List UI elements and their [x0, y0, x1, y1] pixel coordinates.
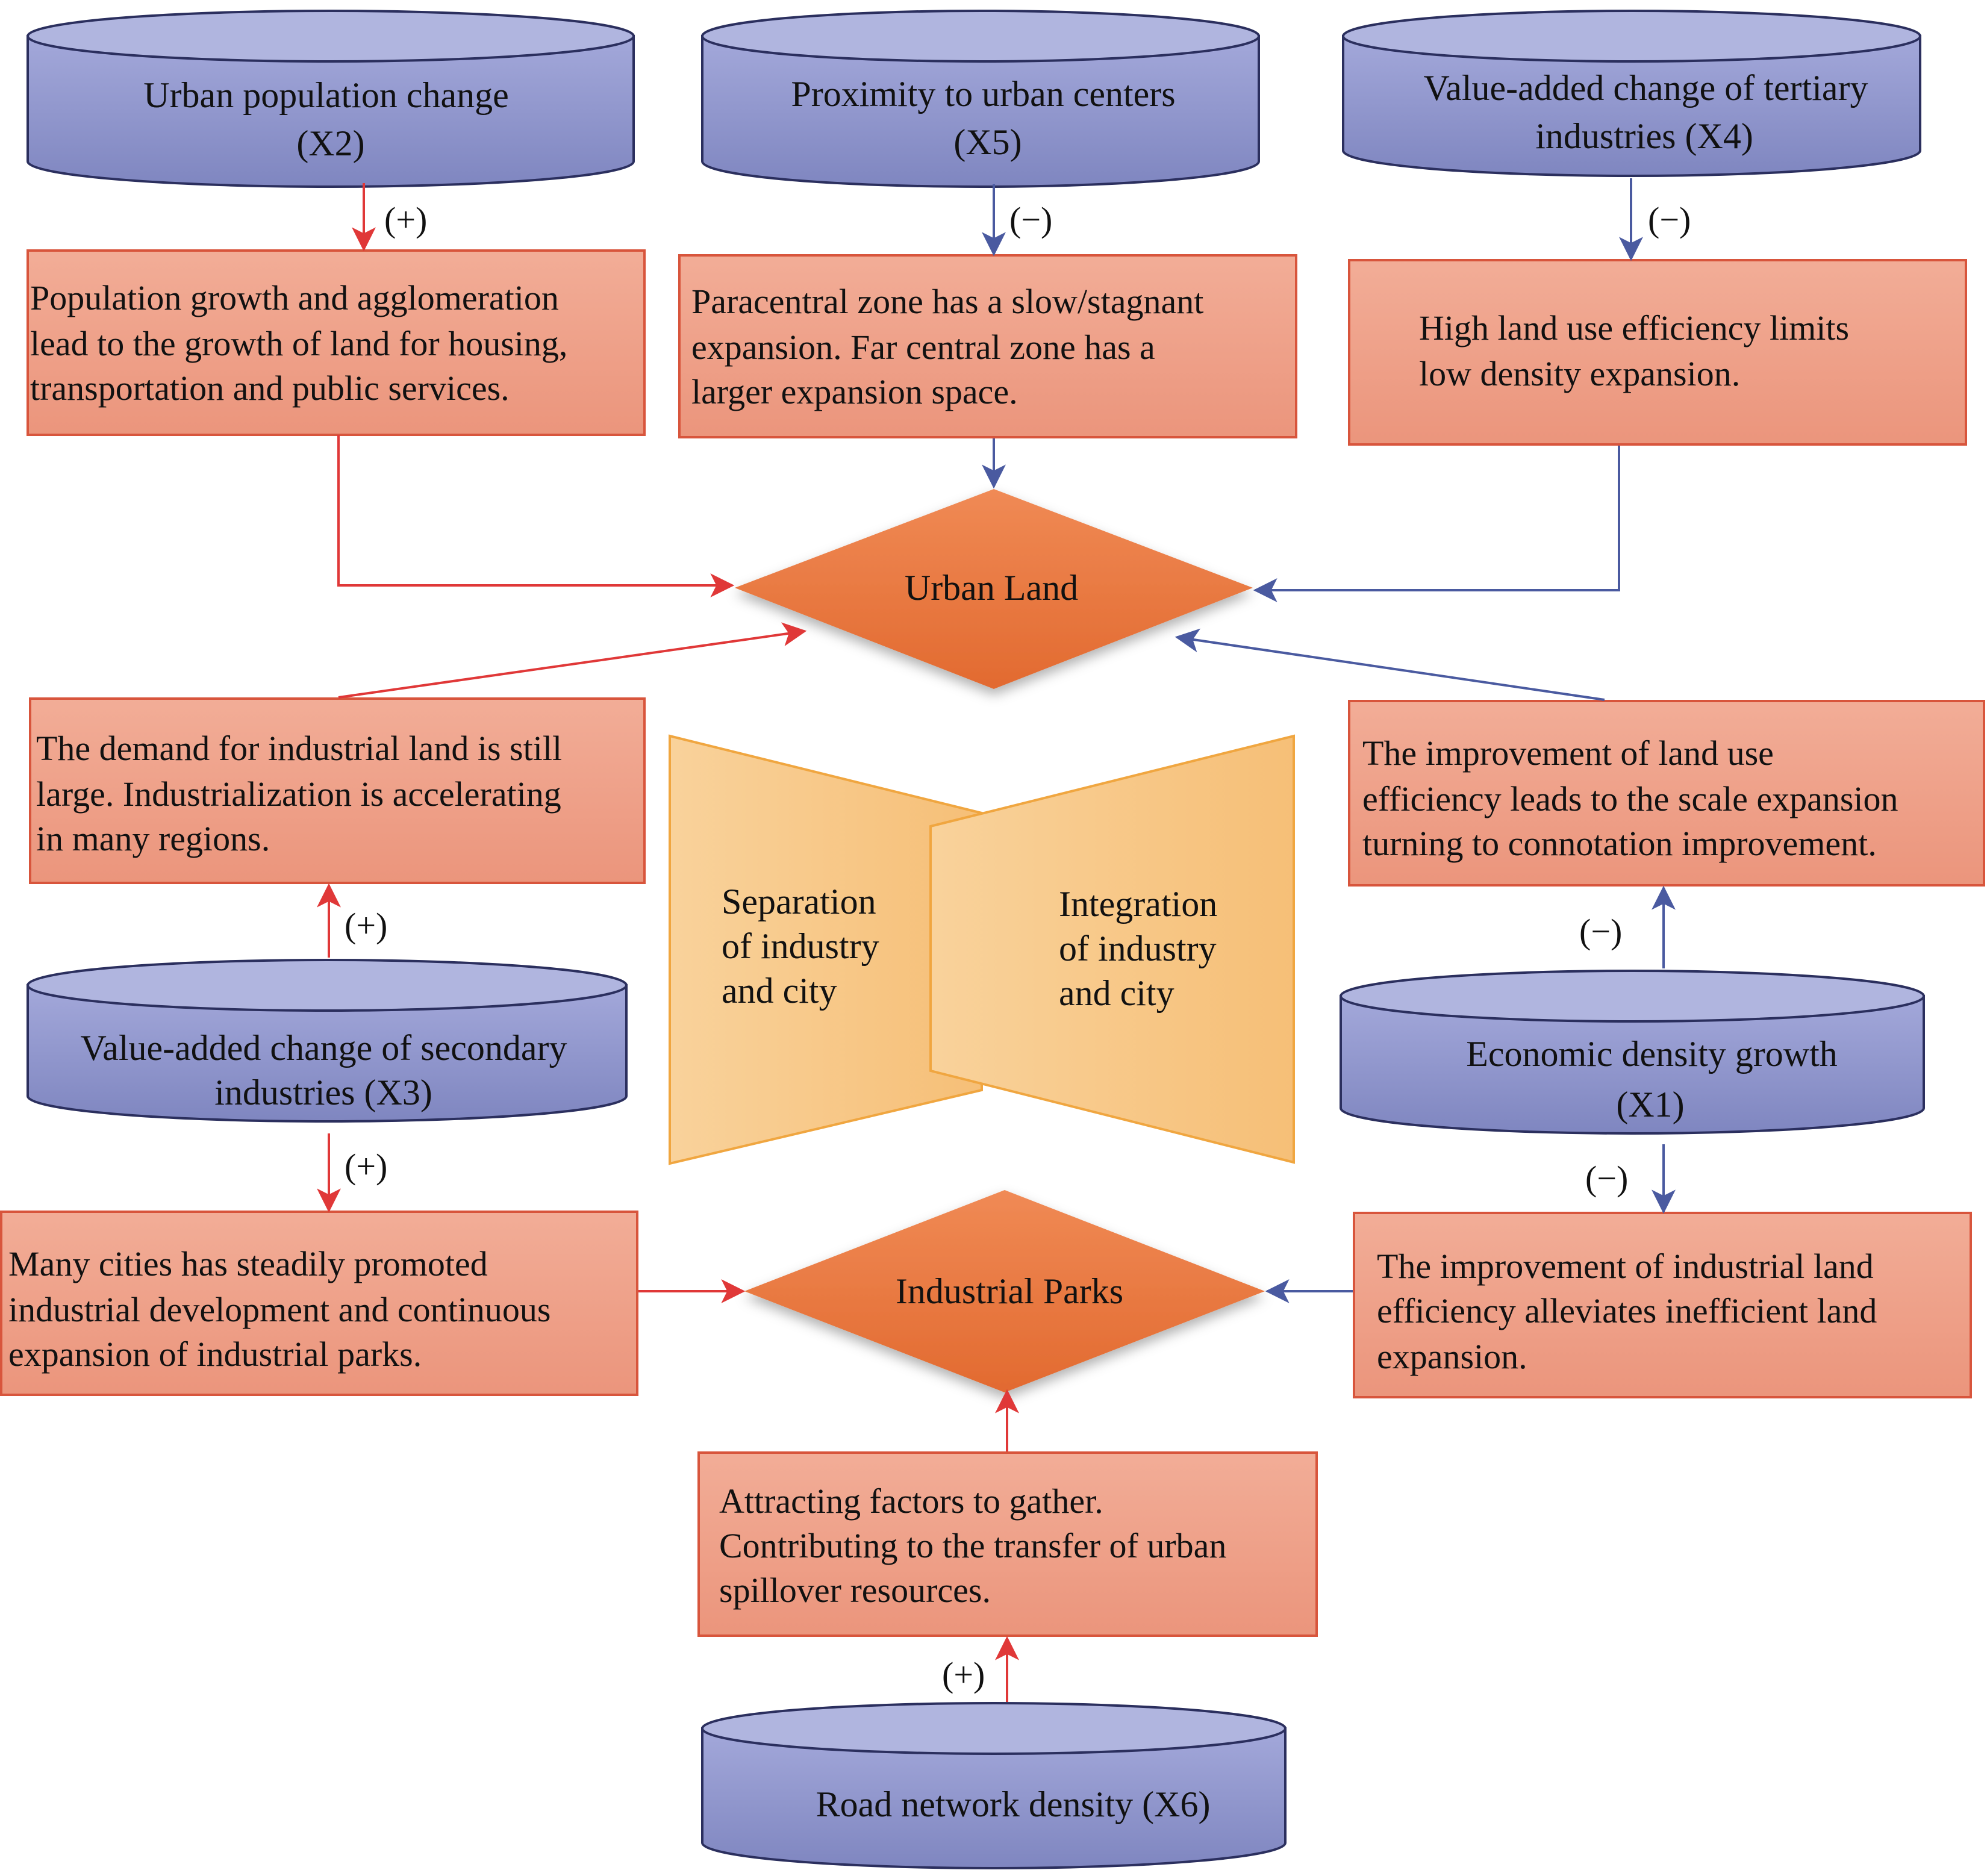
sign-x2: (+)	[384, 200, 427, 239]
svg-text:The improvement of land use: The improvement of land use efficiency l…	[1362, 734, 1907, 863]
factor-x2-line2: (X2)	[296, 123, 364, 163]
svg-text:Industrial Parks: Industrial Parks	[896, 1271, 1123, 1311]
effect-road: Attracting factors to gather. Contributi…	[697, 1451, 1318, 1637]
svg-text:Value-added change of tertiary: Value-added change of tertiary industrie…	[1424, 68, 1877, 156]
node-industrial-parks: Industrial Parks	[744, 1190, 1265, 1392]
svg-text:The demand for industrial land: The demand for industrial land is still …	[36, 729, 571, 858]
factor-x5-line2: (X5)	[953, 122, 1022, 162]
svg-text:Paracentral zone has a slow/st: Paracentral zone has a slow/stagnant exp…	[691, 282, 1212, 411]
factor-x1: Economic density growth (X1)	[1340, 970, 1925, 1135]
svg-text:Economic density growth: Economic density growth (X1)	[1466, 1034, 1847, 1124]
svg-text:Proximity to urban centers: Proximity to urban centers (X5)	[791, 74, 1184, 162]
svg-text:Urban population change: Urban population change (X2)	[143, 75, 517, 163]
effect-industrial-demand: The demand for industrial land is still …	[29, 697, 646, 884]
effect-tertiary: High land use efficiency limits low dens…	[1348, 259, 1967, 446]
factor-x6-line1: Road network density (X6)	[816, 1784, 1211, 1824]
factor-x1-line2: (X1)	[1616, 1085, 1684, 1124]
svg-text:The improvement of industrial: The improvement of industrial land effic…	[1377, 1247, 1886, 1376]
factor-x3-line1: Value-added change of secondary	[81, 1028, 567, 1068]
svg-text:Population growth and agglomer: Population growth and agglomeration lead…	[30, 278, 576, 408]
svg-text:High land use efficiency limit: High land use efficiency limits low dens…	[1419, 308, 1858, 393]
separation-label: Separation of industry and city	[722, 882, 888, 1011]
sign-x1-down: (−)	[1585, 1159, 1628, 1198]
factor-x3: Value-added change of secondary industri…	[27, 959, 628, 1123]
factor-x2-line1: Urban population change	[143, 75, 508, 115]
arrow-tertiary-to-urban-land	[1253, 446, 1620, 602]
sign-x4: (−)	[1648, 200, 1691, 239]
integration-label: Integration of industry and city	[1059, 884, 1226, 1013]
factor-x1-line1: Economic density growth	[1466, 1034, 1838, 1074]
factor-x5-line1: Proximity to urban centers	[791, 74, 1175, 114]
effect-population: Population growth and agglomeration lead…	[27, 249, 646, 436]
svg-text:Many cities has steadily promo: Many cities has steadily promoted indust…	[8, 1244, 560, 1374]
factor-x4: Value-added change of tertiary industrie…	[1342, 10, 1921, 177]
effect-parks-growth: Many cities has steadily promoted indust…	[0, 1211, 638, 1396]
svg-text:Road network density (X6): Road network density (X6)	[816, 1784, 1211, 1824]
factor-x6: Road network density (X6)	[701, 1702, 1287, 1869]
arrow-industrial-demand-to-urban-land	[338, 622, 807, 699]
sign-x5: (−)	[1009, 200, 1052, 239]
sign-x3-up: (+)	[345, 906, 387, 945]
node-urban-land: Urban Land	[735, 489, 1253, 689]
svg-text:Attracting factors to gather.: Attracting factors to gather. Contributi…	[719, 1482, 1235, 1610]
sign-x1-up: (−)	[1579, 912, 1622, 951]
arrow-population-to-urban-land	[337, 435, 735, 597]
svg-text:Urban Land: Urban Land	[905, 568, 1078, 608]
factor-x5: Proximity to urban centers (X5)	[701, 10, 1260, 188]
factor-x2: Urban population change (X2)	[27, 10, 635, 188]
factor-x3-line2: industries (X3)	[214, 1073, 432, 1112]
effect-industrial-efficiency: The improvement of industrial land effic…	[1353, 1212, 1972, 1398]
arrow-efficiency-to-urban-land	[1174, 628, 1605, 701]
integration-wedge	[929, 734, 1295, 1164]
effect-efficiency: The improvement of land use efficiency l…	[1348, 700, 1985, 887]
factor-x4-line1: Value-added change of tertiary	[1424, 68, 1868, 108]
svg-text:Value-added change of secondar: Value-added change of secondary industri…	[81, 1028, 576, 1112]
separation-wedge	[669, 734, 983, 1165]
sign-x6: (+)	[942, 1655, 985, 1694]
factor-x4-line2: industries (X4)	[1535, 116, 1753, 156]
sign-x3-down: (+)	[345, 1147, 387, 1186]
effect-proximity: Paracentral zone has a slow/stagnant exp…	[678, 254, 1297, 438]
